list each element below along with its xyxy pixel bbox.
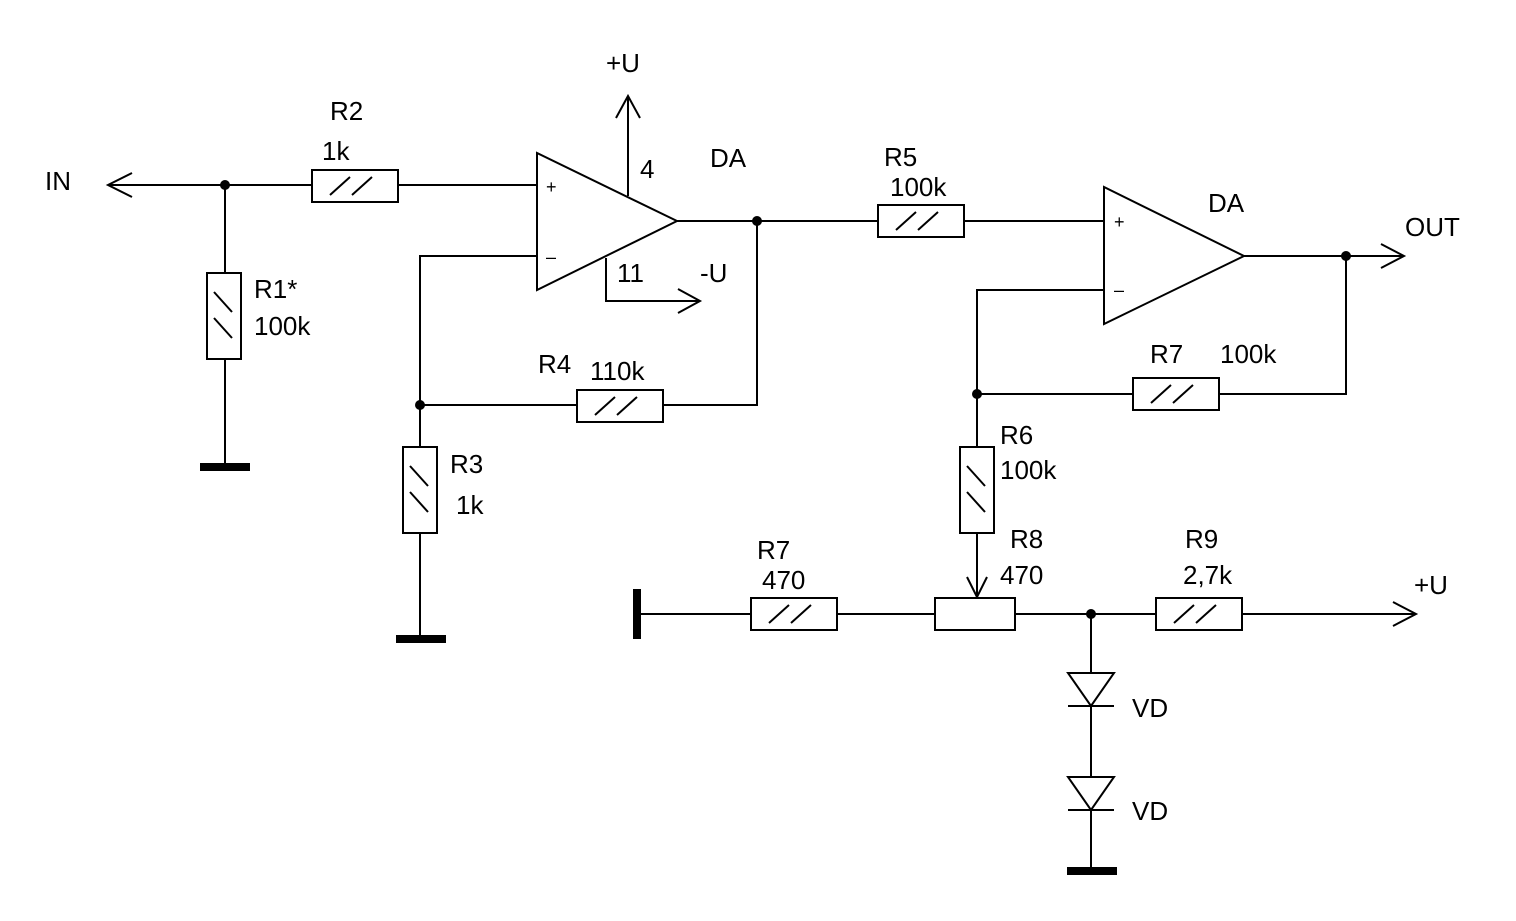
label-opamp1-plus: + — [546, 177, 557, 197]
resistor-r7-feedback — [1132, 377, 1220, 411]
label-vd-1: VD — [1132, 693, 1168, 723]
resistor-r7-bias — [750, 597, 838, 631]
label-vd-2: VD — [1132, 796, 1168, 826]
wire-inverting-input-2 — [976, 289, 1104, 447]
label-r3-value: 1k — [456, 490, 484, 520]
input-terminal — [105, 172, 312, 198]
label-r7b-value: 470 — [762, 565, 805, 595]
label-opamp1-pin-top: 4 — [640, 154, 654, 184]
label-r5-ref: R5 — [884, 142, 917, 172]
label-r3-ref: R3 — [450, 449, 483, 479]
label-supply-minus: -U — [700, 258, 727, 288]
resistor-r1 — [206, 272, 242, 360]
label-r7a-ref: R7 — [1150, 339, 1183, 369]
diode-vd-1 — [1066, 672, 1116, 708]
label-r8-ref: R8 — [1010, 524, 1043, 554]
label-r4-ref: R4 — [538, 349, 571, 379]
resistor-r3 — [402, 446, 438, 534]
opamp-1 — [536, 151, 680, 292]
label-opamp2-minus: – — [1114, 280, 1124, 300]
ground-r3 — [396, 635, 446, 643]
resistor-r5 — [877, 204, 965, 238]
diode-vd-2 — [1066, 776, 1116, 812]
resistor-r4 — [576, 389, 664, 423]
label-r2-ref: R2 — [330, 96, 363, 126]
label-r6-ref: R6 — [1000, 420, 1033, 450]
label-opamp1-ref: DA — [710, 143, 747, 173]
label-opamp1-pin-bottom: 11 — [617, 258, 644, 288]
label-r2-value: 1k — [322, 136, 350, 166]
label-r7a-value: 100k — [1220, 339, 1277, 369]
wire-inverting-input-1 — [419, 255, 537, 447]
wire-feedback-r4 — [663, 221, 758, 406]
label-r4-value: 110k — [590, 356, 645, 386]
wire-feedback-r7 — [1219, 256, 1347, 395]
label-r5-value: 100k — [890, 172, 947, 202]
resistor-r9 — [1155, 597, 1243, 631]
label-opamp2-plus: + — [1114, 212, 1125, 232]
arrow-supply-plus — [615, 93, 641, 119]
resistor-r6 — [959, 446, 995, 534]
ground-diodes — [1067, 867, 1117, 875]
opamp-2 — [1103, 185, 1247, 326]
label-r1-value: 100k — [254, 311, 311, 341]
label-in: IN — [45, 166, 71, 196]
potentiometer-r8 — [934, 597, 1016, 631]
label-supply-plus: +U — [606, 48, 640, 78]
label-opamp2-ref: DA — [1208, 188, 1245, 218]
ground-r1 — [200, 463, 250, 471]
arrow-supply-bottom — [1392, 601, 1419, 627]
label-r9-ref: R9 — [1185, 524, 1218, 554]
label-opamp1-minus: – — [546, 247, 556, 267]
wire-supply-minus — [605, 258, 700, 302]
label-r7b-ref: R7 — [757, 535, 790, 565]
arrow-out — [1380, 243, 1407, 269]
label-supply-plus-bottom: +U — [1414, 570, 1448, 600]
resistor-r2 — [311, 169, 399, 203]
label-r1-ref: R1* — [254, 274, 297, 304]
label-r9-value: 2,7k — [1183, 560, 1233, 590]
label-r6-value: 100k — [1000, 455, 1057, 485]
label-r8-value: 470 — [1000, 560, 1043, 590]
label-out: OUT — [1405, 212, 1460, 242]
arrow-supply-minus — [677, 288, 703, 314]
